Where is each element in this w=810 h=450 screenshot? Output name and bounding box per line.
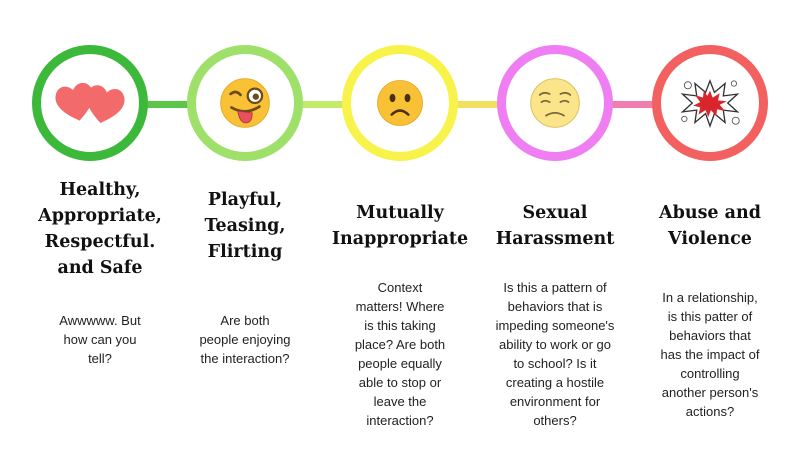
connector-3-4 bbox=[455, 101, 505, 108]
connector-2-3 bbox=[300, 101, 350, 108]
stage-2-ring bbox=[187, 45, 303, 161]
stage-1-title: Healthy, Appropriate, Respectful. and Sa… bbox=[38, 180, 162, 278]
connector-4-5 bbox=[610, 101, 660, 108]
connector-1-2 bbox=[145, 101, 195, 108]
stage-4-description: Is this a pattern of behaviors that is i… bbox=[495, 280, 615, 428]
sad-face-icon bbox=[530, 78, 580, 128]
stage-4-title: Sexual Harassment bbox=[495, 203, 615, 249]
stage-3-title: Mutually Inappropriate bbox=[331, 203, 469, 249]
frowning-face-icon bbox=[377, 80, 423, 126]
two-hearts-icon bbox=[55, 82, 125, 123]
stage-3-description: Context matters! Where is this taking pl… bbox=[354, 280, 446, 428]
stage-1-ring bbox=[32, 45, 148, 161]
stage-3-ring bbox=[342, 45, 458, 161]
stage-2-title: Playful, Teasing, Flirting bbox=[204, 190, 286, 262]
stage-5-description: In a relationship, is this patter of beh… bbox=[660, 290, 760, 419]
winking-tongue-face-icon bbox=[220, 78, 270, 128]
stage-5-title: Abuse and Violence bbox=[659, 203, 761, 249]
explosion-icon bbox=[680, 79, 740, 129]
stage-1-description: Awwwww. But how can you tell? bbox=[59, 313, 141, 366]
stage-2-description: Are both people enjoying the interaction… bbox=[199, 313, 291, 366]
stage-5-ring bbox=[652, 45, 768, 161]
stage-4-ring bbox=[497, 45, 613, 161]
